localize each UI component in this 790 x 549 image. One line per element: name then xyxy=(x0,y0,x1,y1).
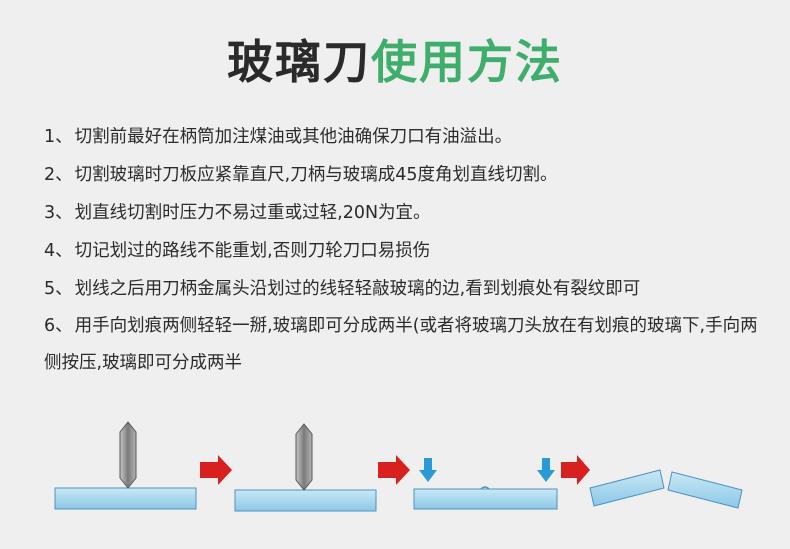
step-number: 3、 xyxy=(44,203,73,223)
glass-pane-icon xyxy=(589,469,665,507)
red-arrow-icon xyxy=(561,455,590,485)
page-title: 玻璃刀使用方法 xyxy=(0,26,790,92)
step-text: 用手向划痕两侧轻轻一掰,玻璃即可分成两半(或者将玻璃刀头放在有划痕的玻璃下,手向… xyxy=(44,316,758,373)
step-text: 切记划过的路线不能重划,否则刀轮刀口易损伤 xyxy=(74,241,431,261)
cutting-steps-diagram xyxy=(54,421,743,512)
step-text: 切割玻璃时刀板应紧靠直尺,刀柄与玻璃成45度角划直线切割。 xyxy=(74,165,558,185)
title-part-1: 玻璃刀 xyxy=(227,35,371,89)
step-number: 2、 xyxy=(44,165,73,185)
list-item: 5、划线之后用刀柄金属头沿划过的线轻轻敲玻璃的边,看到划痕处有裂纹即可 xyxy=(44,270,764,308)
red-arrow-icon xyxy=(200,455,232,485)
blue-down-arrow-icon xyxy=(537,458,555,482)
step-number: 1、 xyxy=(44,127,73,147)
step-text: 切割前最好在柄筒加注煤油或其他油确保刀口有油溢出。 xyxy=(74,127,513,147)
glass-cutter-icon xyxy=(295,423,313,491)
glass-pane-icon xyxy=(234,489,377,512)
step-number: 5、 xyxy=(44,279,73,299)
step-number: 6、 xyxy=(44,316,73,336)
blue-down-arrow-icon xyxy=(419,458,437,482)
list-item: 6、用手向划痕两侧轻轻一掰,玻璃即可分成两半(或者将玻璃刀头放在有划痕的玻璃下,… xyxy=(44,308,764,382)
glass-cutter-icon xyxy=(119,421,137,489)
glass-pane-icon xyxy=(667,471,743,509)
list-item: 3、划直线切割时压力不易过重或过轻,20N为宜。 xyxy=(44,194,764,232)
step-text: 划直线切割时压力不易过重或过轻,20N为宜。 xyxy=(74,203,431,223)
step-text: 划线之后用刀柄金属头沿划过的线轻轻敲玻璃的边,看到划痕处有裂纹即可 xyxy=(74,279,641,299)
list-item: 2、切割玻璃时刀板应紧靠直尺,刀柄与玻璃成45度角划直线切割。 xyxy=(44,156,764,194)
list-item: 4、切记划过的路线不能重划,否则刀轮刀口易损伤 xyxy=(44,232,764,270)
red-arrow-icon xyxy=(378,455,410,485)
title-part-2: 使用方法 xyxy=(371,35,563,89)
list-item: 1、切割前最好在柄筒加注煤油或其他油确保刀口有油溢出。 xyxy=(44,118,764,156)
instruction-list: 1、切割前最好在柄筒加注煤油或其他油确保刀口有油溢出。 2、切割玻璃时刀板应紧靠… xyxy=(44,118,764,382)
step-number: 4、 xyxy=(44,241,73,261)
glass-pane-icon xyxy=(54,487,197,510)
glass-pane-icon xyxy=(413,488,558,510)
